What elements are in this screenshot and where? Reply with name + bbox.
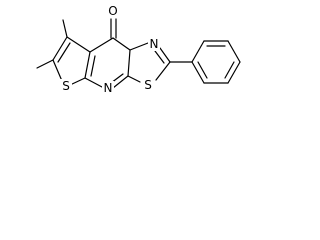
thiophene-bond-c2-s bbox=[52, 59, 63, 82]
fused-bond-c3a-c7a bbox=[84, 51, 91, 79]
pyrimidine-bond-n-c bbox=[127, 49, 131, 77]
atom-sulfur-left-label: S bbox=[62, 79, 70, 93]
thiadiazole-bond-n-n bbox=[129, 42, 149, 51]
atom-oxygen-label: O bbox=[108, 4, 117, 18]
atom-nitrogen-bottom-label: N bbox=[104, 81, 113, 95]
methyl-bond-top bbox=[62, 19, 68, 38]
thiadiazole-bond-s-c bbox=[127, 75, 141, 83]
thiadiazole-bond-c-s bbox=[155, 61, 171, 81]
atom-sulfur-right-label: S bbox=[144, 78, 152, 92]
thiophene-bond-c3-c3a bbox=[66, 36, 91, 53]
pyrimidine-bond-c-n-lower bbox=[112, 75, 129, 89]
phenyl-bond-4 bbox=[227, 61, 241, 84]
pyrimidine-bond-c4-n bbox=[112, 37, 131, 51]
thiadiazole-bond-n-c-inner bbox=[154, 50, 165, 64]
phenyl-bond-1 bbox=[191, 40, 205, 63]
thiophene-bond-c3-c2 bbox=[52, 36, 68, 61]
fused-bond-c3a-c7a-inner bbox=[90, 55, 96, 77]
pyrimidine-bond-c3a-c4 bbox=[89, 37, 114, 53]
thiophene-bond-c3-c2-inner bbox=[57, 42, 71, 63]
phenyl-bond-6 bbox=[191, 61, 205, 84]
phenyl-inner-bond-c bbox=[197, 61, 208, 79]
atom-nitrogen-top-label: N bbox=[150, 37, 159, 51]
phenyl-inner-bond-b bbox=[224, 61, 235, 79]
methyl-bond-left bbox=[36, 59, 54, 69]
thienopyrimidine-thiadiazole-structure: O N N S S bbox=[36, 4, 241, 95]
pyrimidine-bond-n-c7a bbox=[84, 77, 103, 88]
thiadiazole-bond-n-c bbox=[159, 47, 171, 63]
thiophene-bond-s-c7a bbox=[69, 77, 86, 86]
phenyl-bond-3 bbox=[227, 40, 241, 63]
